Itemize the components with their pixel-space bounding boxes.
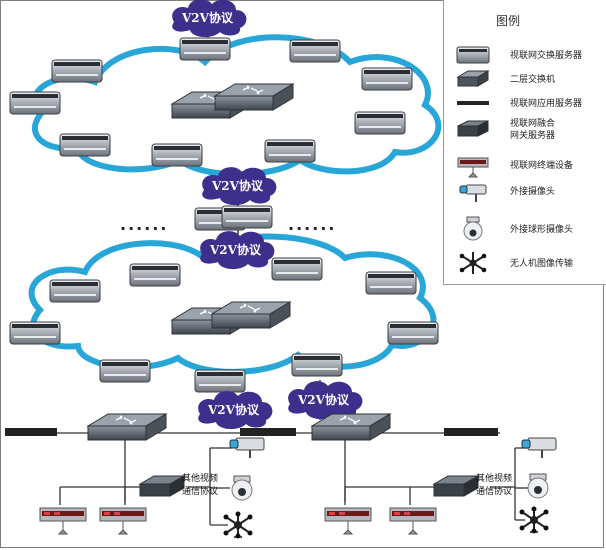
switch-server-icon [59,133,111,157]
switch-server-icon [51,59,103,83]
switch-server-icon [129,263,181,287]
switch-server-icon [9,91,61,115]
middle-servers [194,205,273,231]
right-access-network: 其他视频 通信协议 [300,413,557,535]
legend-label: 二层交换机 [510,75,556,85]
legend: 图例 视联网交换服务器 二层交换机 视联网应用服务器 视联网融合 网关服务器 [443,0,606,285]
legend-title: 图例 [496,14,521,28]
gateway-server-icon [139,475,185,497]
gateway-server-icon [457,120,489,137]
switch-server-icon [179,37,231,61]
legend-label: 视联网融合 [510,119,556,129]
ellipsis-right: ...... [288,215,336,234]
legend-label: 外接球形摄像头 [510,225,574,235]
v2v-label: V2V协议 [207,402,260,417]
v2v-label: V2V协议 [209,242,262,257]
dome-camera-icon [527,473,549,499]
legend-label: 外接摄像头 [510,187,556,197]
switch-server-icon [9,321,61,345]
layer2-switch-icon [456,70,490,87]
terminal-device-icon [39,507,87,535]
external-camera-icon [521,437,557,459]
terminal-device-icon [457,157,489,178]
ellipsis-left: ...... [120,215,168,234]
switch-server-icon [49,279,101,303]
switch-server-icon [264,139,316,163]
app-server-icon [457,101,489,105]
v2v-protocol-cloud: V2V协议 [172,0,247,38]
dome-camera-icon [231,475,253,501]
drone-icon [459,252,487,274]
terminal-device-icon [99,507,147,535]
v2v-protocol-cloud: V2V协议 [202,167,277,206]
layer2-switch-icon [87,413,167,441]
v2v-label: V2V协议 [297,392,350,407]
switch-server-icon [99,359,151,383]
switch-server-icon [271,257,323,281]
switch-server-icon [456,46,490,64]
external-camera-icon [229,437,265,459]
terminal-device-icon [324,507,372,535]
legend-label: 视联网交换服务器 [510,51,583,61]
switch-server-icon [221,205,273,229]
switch-server-icon [354,111,406,135]
legend-label: 无人机图像传输 [510,259,574,269]
gateway-server-icon [433,475,479,497]
switch-server-icon [361,67,413,91]
v2v-protocol-cloud: V2V协议 [200,231,275,270]
switch-server-icon [365,271,417,295]
legend-label: 视联网应用服务器 [510,99,583,109]
app-server-icon [5,428,57,436]
switch-server-icon [387,321,439,345]
terminal-device-icon [389,507,437,535]
legend-label: 网关服务器 [510,131,556,141]
v2v-label: V2V协议 [181,10,234,25]
app-server-icon [444,428,498,436]
dome-camera-icon [463,216,483,241]
switch-server-icon [291,353,343,377]
left-access-network: 其他视频 通信协议 [5,413,300,540]
switch-server-icon [289,39,341,63]
app-server-icon [240,428,296,436]
other-protocol-label: 通信协议 [182,485,218,497]
external-camera-icon [459,184,487,202]
v2v-protocol-cloud: V2V协议 [288,381,363,420]
v2v-protocol-cloud: V2V协议 [198,391,273,430]
legend-label: 视联网终端设备 [510,161,574,171]
other-protocol-label: 其他视频 [476,472,512,484]
other-protocol-label: 通信协议 [476,485,512,497]
switch-server-icon [194,369,246,393]
switch-server-icon [151,143,203,167]
v2v-label: V2V协议 [211,178,264,193]
other-protocol-label: 其他视频 [182,472,218,484]
